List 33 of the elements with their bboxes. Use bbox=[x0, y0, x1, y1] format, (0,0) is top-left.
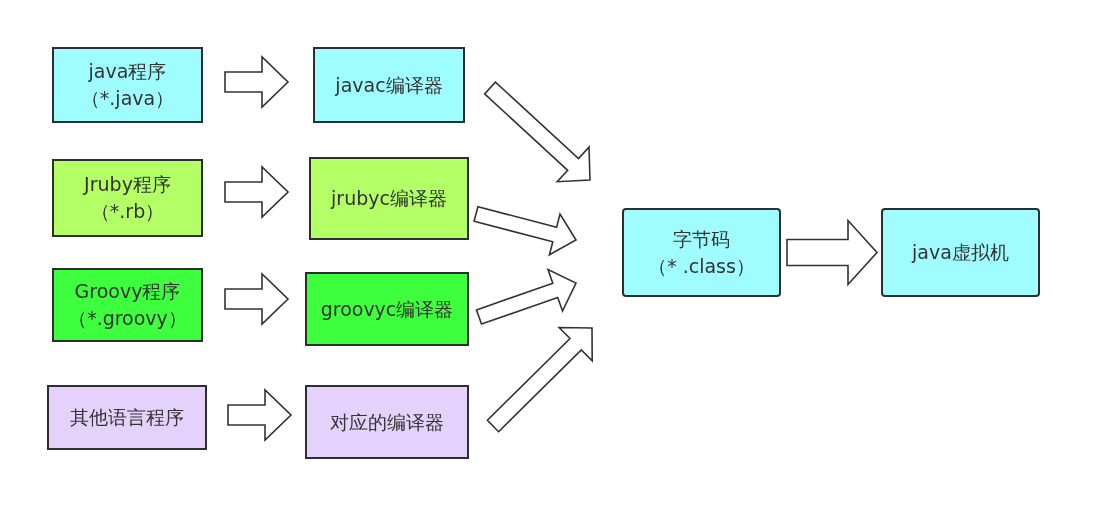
arrow bbox=[224, 165, 290, 219]
file-extension-label: （*.java） bbox=[80, 86, 175, 111]
process-box bbox=[313, 47, 465, 123]
process-box bbox=[309, 157, 469, 240]
node-label: groovyc编译器 bbox=[320, 296, 454, 322]
node-label: jrubyc编译器 bbox=[331, 186, 447, 211]
node-label: Jruby程序 bbox=[84, 172, 171, 197]
node-label: java程序 bbox=[88, 59, 167, 84]
node-label: 字节码 bbox=[673, 226, 730, 252]
process-box bbox=[47, 385, 207, 450]
node-label: javac编译器 bbox=[335, 72, 443, 98]
process-box bbox=[52, 47, 203, 123]
arrow bbox=[475, 267, 578, 326]
process-box bbox=[881, 208, 1040, 297]
arrow bbox=[483, 80, 591, 183]
file-extension-label: （*.rb） bbox=[90, 199, 165, 224]
process-box bbox=[52, 159, 203, 237]
process-box bbox=[305, 272, 469, 346]
process-box bbox=[622, 208, 781, 297]
arrow bbox=[224, 272, 290, 326]
file-extension-label: （* .class） bbox=[648, 253, 755, 279]
node-label: java虚拟机 bbox=[912, 240, 1009, 265]
node-label: Groovy程序 bbox=[74, 279, 181, 304]
arrow bbox=[786, 218, 879, 287]
arrow bbox=[486, 326, 593, 433]
arrow bbox=[473, 205, 578, 257]
file-extension-label: （*.groovy） bbox=[68, 306, 187, 331]
arrow bbox=[227, 388, 293, 442]
node-label: 其他语言程序 bbox=[70, 405, 184, 430]
arrow bbox=[224, 55, 290, 109]
process-box bbox=[52, 268, 203, 342]
node-label: 对应的编译器 bbox=[330, 409, 444, 435]
process-box bbox=[305, 385, 469, 459]
